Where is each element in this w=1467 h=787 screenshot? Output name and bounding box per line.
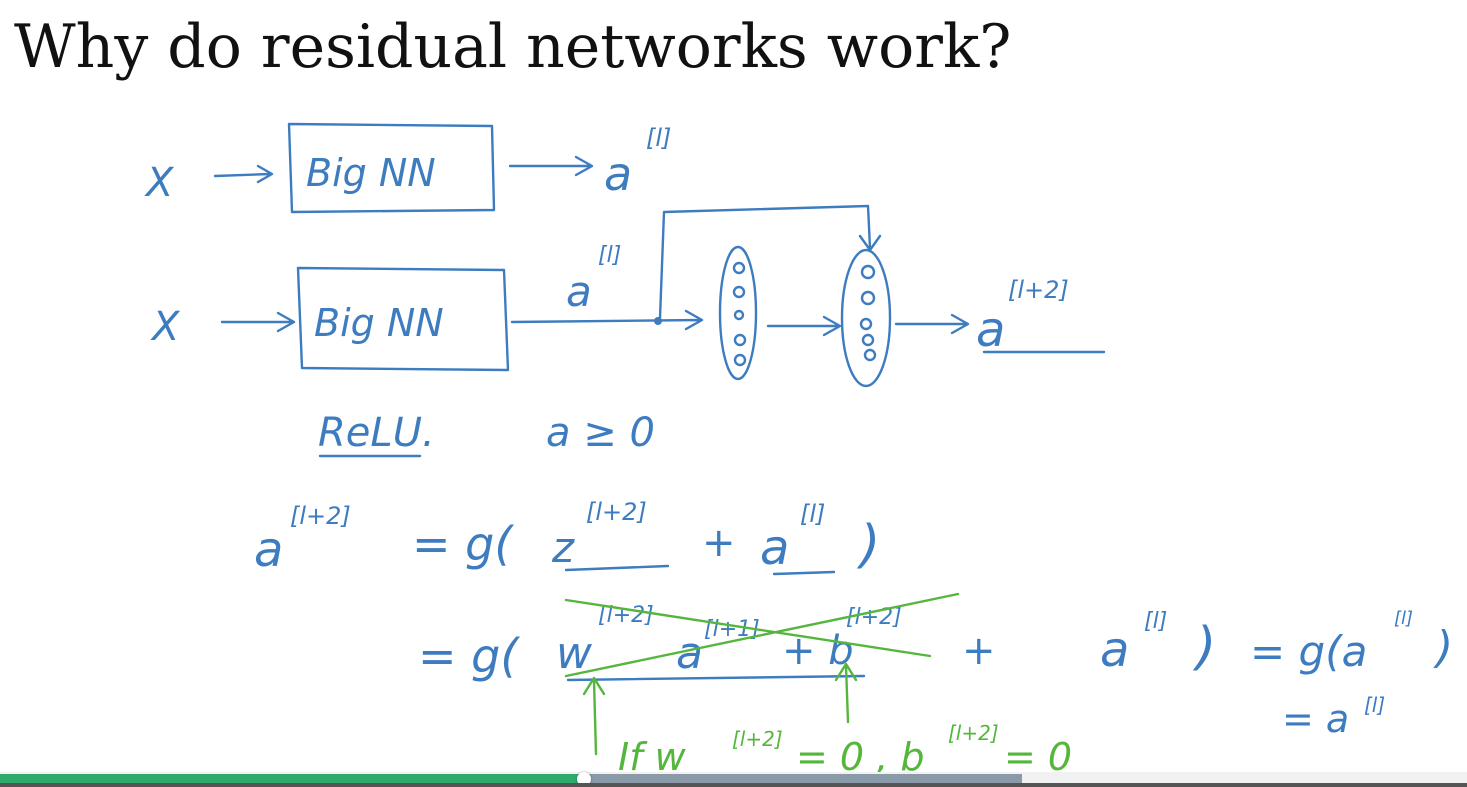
eq1-a-underline	[772, 570, 836, 576]
progress-scrub-handle[interactable]	[577, 772, 591, 786]
eq1-close: )	[856, 515, 880, 575]
eq1-rhs-prefix: = g(	[412, 517, 514, 571]
neuron	[732, 261, 746, 275]
neuron	[860, 264, 876, 280]
arrow-x-to-nn-1	[213, 164, 274, 184]
arrow-to-b	[834, 662, 858, 724]
eq1-z-superscript: [l+2]	[586, 498, 647, 526]
eq2-a-l-superscript: [l]	[1144, 609, 1167, 634]
eq2-underline	[566, 674, 866, 682]
output-a-2: a	[976, 302, 1005, 358]
eq2-a: a	[676, 628, 703, 679]
player-bottom-edge	[0, 783, 1467, 787]
arrow-layer-2-to-output	[894, 313, 970, 335]
arrow-nn-to-a-1	[508, 155, 594, 177]
neuron	[733, 309, 745, 321]
eq1-z-underline	[564, 564, 670, 572]
eq1-a-superscript: [l]	[800, 500, 825, 528]
eq1-plus: +	[702, 520, 736, 566]
eq2-plus: +	[962, 628, 996, 674]
condition-w-superscript: [l+2]	[732, 727, 783, 751]
big-nn-label-2: Big NN	[314, 301, 444, 345]
eq3: = a	[1282, 697, 1349, 741]
eq1-a: a	[760, 520, 789, 576]
arrow-x-to-nn-2	[220, 311, 296, 333]
neuron	[733, 333, 747, 347]
neuron	[863, 348, 877, 362]
big-nn-box-2	[296, 266, 510, 372]
neuron	[733, 353, 747, 367]
eq2-result-close: )	[1433, 622, 1453, 673]
eq2-a-l: a	[1100, 622, 1129, 678]
output-a-2-superscript: [l+2]	[1008, 276, 1069, 304]
progress-played	[0, 774, 584, 783]
condition-middle: = 0 , b	[796, 735, 924, 772]
big-nn-label-1: Big NN	[306, 151, 436, 195]
eq1-lhs-superscript: [l+2]	[290, 502, 351, 530]
eq2-result-superscript: [l]	[1394, 608, 1413, 629]
condition-b-superscript: [l+2]	[948, 721, 999, 745]
neuron	[859, 317, 873, 331]
eq2-b-superscript: [l+2]	[846, 605, 902, 630]
cross-out-stroke-1	[564, 598, 932, 658]
eq1-lhs: a	[254, 522, 283, 578]
neuron	[860, 290, 876, 306]
layer-l-plus-1	[718, 245, 758, 381]
eq1-z: z	[551, 523, 575, 572]
condition-text: If w	[618, 735, 687, 772]
arrow-to-layer-1	[510, 309, 704, 331]
arrow-layer-1-to-layer-2	[766, 315, 842, 337]
eq2-close: )	[1192, 617, 1216, 677]
eq2-result: = g(a	[1250, 627, 1367, 676]
arrow-to-w	[582, 676, 606, 756]
eq3-superscript: [l]	[1364, 693, 1385, 717]
neuron	[732, 285, 746, 299]
condition-end: = 0	[1004, 735, 1072, 772]
eq2-prefix: = g(	[418, 629, 520, 683]
skip-connection-arrow	[658, 204, 882, 320]
big-nn-box-1	[287, 122, 496, 214]
layer-l-plus-2	[840, 248, 892, 388]
output-a-1: a	[604, 147, 632, 201]
output-a-1-superscript: [l]	[646, 124, 671, 152]
relu-label: ReLU.	[318, 410, 435, 456]
slide-title: Why do residual networks work?	[14, 12, 1012, 82]
a-nonnegative-note: a ≥ 0	[546, 410, 655, 456]
edge-label-a-superscript: [l]	[598, 243, 621, 268]
edge-label-a: a	[566, 267, 592, 316]
input-x-2: X	[150, 304, 181, 350]
neuron	[861, 333, 875, 347]
input-x-1: X	[144, 160, 175, 206]
cross-out-stroke-2	[564, 592, 960, 678]
